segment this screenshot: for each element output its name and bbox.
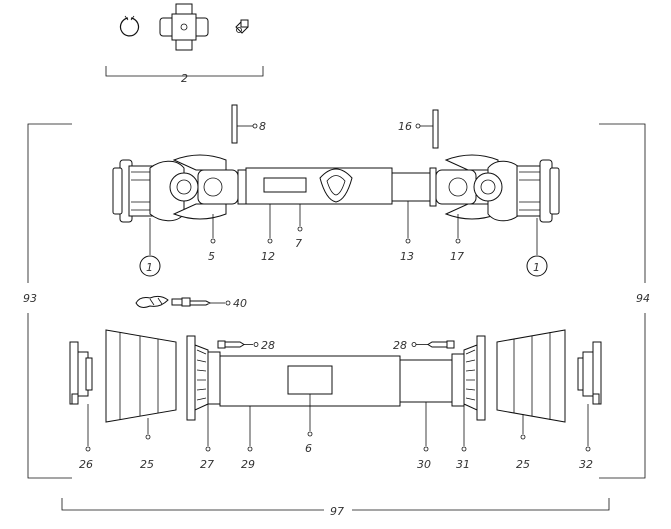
grease-nipple-part <box>235 19 249 34</box>
label-5: 5 <box>208 250 215 263</box>
label-30: 30 <box>417 458 431 471</box>
label-28-right: 28 <box>393 339 407 352</box>
assembled-driveshaft <box>112 154 560 223</box>
label-7: 7 <box>295 237 302 250</box>
screw-28-left <box>217 340 245 349</box>
label-32: 32 <box>579 458 593 471</box>
label-94: 94 <box>636 292 650 305</box>
bracket-94-top <box>599 123 646 283</box>
label-17: 17 <box>450 250 464 263</box>
bracket-93-top <box>27 123 72 283</box>
label-25-left: 25 <box>140 458 154 471</box>
label-6: 6 <box>305 442 312 455</box>
warning-label-6 <box>287 365 333 395</box>
circlip-part <box>119 15 140 37</box>
callout-circle-1-right <box>526 255 548 277</box>
bearing-ring-32 <box>577 341 602 405</box>
bracket-97-right <box>352 498 610 511</box>
label-93: 93 <box>23 292 37 305</box>
bellows-27-left <box>186 335 221 421</box>
guard-tube-30 <box>399 359 453 403</box>
bracket-94-bottom <box>599 313 646 479</box>
label-27: 27 <box>200 458 214 471</box>
label-31: 31 <box>456 458 470 471</box>
label-97: 97 <box>330 505 344 518</box>
label-29: 29 <box>241 458 255 471</box>
label-1-left: 1 <box>146 261 153 274</box>
group-2-bracket <box>105 66 264 77</box>
label-25-right: 25 <box>516 458 530 471</box>
cross-journal-part <box>159 3 209 51</box>
label-1-right: 1 <box>533 261 540 274</box>
part-16-bar <box>432 109 439 149</box>
guard-cone-25-right <box>496 329 566 423</box>
label-13: 13 <box>400 250 414 263</box>
bracket-93-bottom <box>27 313 72 479</box>
label-12: 12 <box>261 250 275 263</box>
guard-cone-25-left <box>105 329 177 423</box>
label-40: 40 <box>233 297 247 310</box>
part-8-bar <box>231 104 238 144</box>
bellows-31-right <box>451 335 486 421</box>
screw-28-right <box>427 340 455 349</box>
bearing-ring-26 <box>69 341 93 405</box>
label-16: 16 <box>398 120 412 133</box>
label-2: 2 <box>181 72 188 85</box>
safety-chain-part <box>135 295 212 308</box>
bracket-97-left <box>61 498 324 511</box>
label-28-left: 28 <box>261 339 275 352</box>
label-8: 8 <box>259 120 266 133</box>
label-26: 26 <box>79 458 93 471</box>
callout-circle-1-left <box>139 255 161 277</box>
